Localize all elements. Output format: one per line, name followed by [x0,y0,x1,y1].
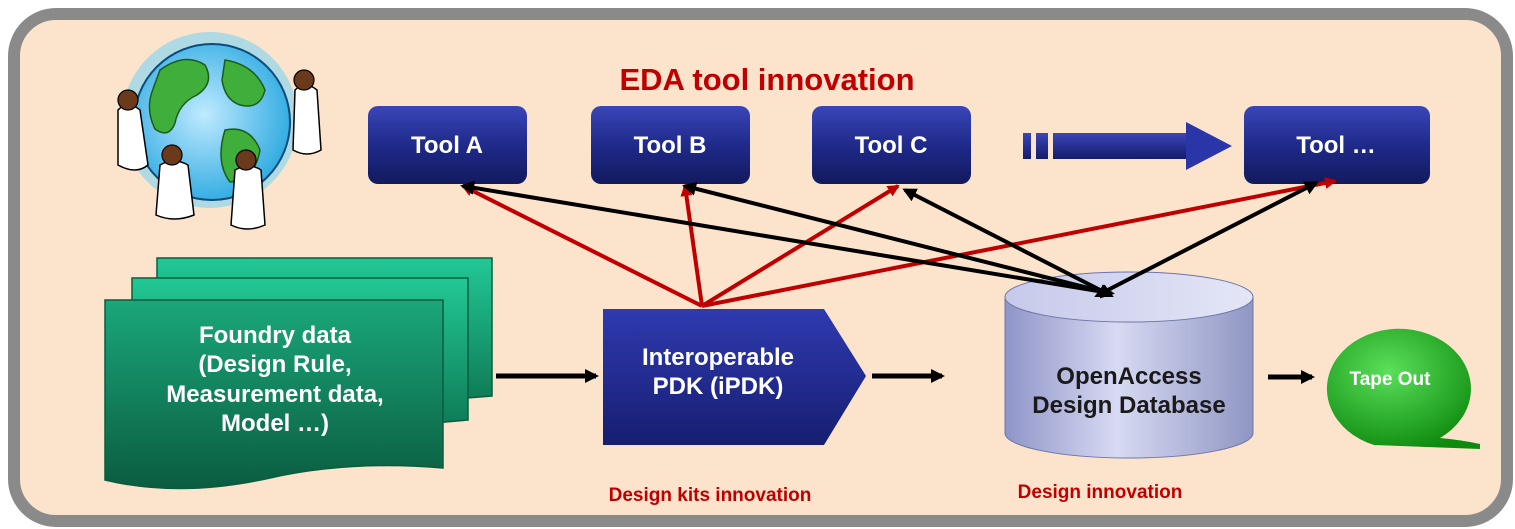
foundry-data-document [104,257,493,490]
ipdk-shape [603,309,866,445]
database-label: OpenAccess Design Database [1005,362,1253,421]
tool-a-label: Tool A [411,132,483,159]
foundry-line-1: Foundry data [198,322,351,349]
ipdk-line-1: Interoperable [641,344,795,371]
diagram-title: EDA tool innovation [619,62,915,97]
design-kits-caption: Design kits innovation [608,485,812,506]
continuation-arrow [1023,122,1232,170]
foundry-line-3: Measurement data, [166,380,384,408]
tool-c-label: Tool C [854,132,928,159]
ipdk-label: Interoperable PDK (iPDK) [603,343,833,402]
tool-b-box [591,106,750,184]
tool-n-label: Tool … [1296,132,1376,159]
tool-c-box [812,106,971,184]
ipdk-line-2: PDK (iPDK) [652,373,784,401]
flow-arrows [496,369,1315,384]
foundry-line-2: (Design Rule, [198,351,352,379]
tape-out-label: Tape Out [1349,369,1431,390]
foundry-data-label: Foundry data (Design Rule, Measurement d… [110,321,440,438]
design-caption: Design innovation [1017,482,1183,503]
black-arrows [460,180,1319,299]
tool-n-box [1244,106,1430,184]
database-line-2: Design Database [1032,392,1226,420]
tape-out-shape [1326,328,1480,449]
database-line-1: OpenAccess [1056,363,1202,390]
globe-with-people-icon [117,32,322,230]
tool-a-box [368,106,527,184]
tool-b-label: Tool B [633,132,707,159]
foundry-line-4: Model …) [221,409,329,437]
